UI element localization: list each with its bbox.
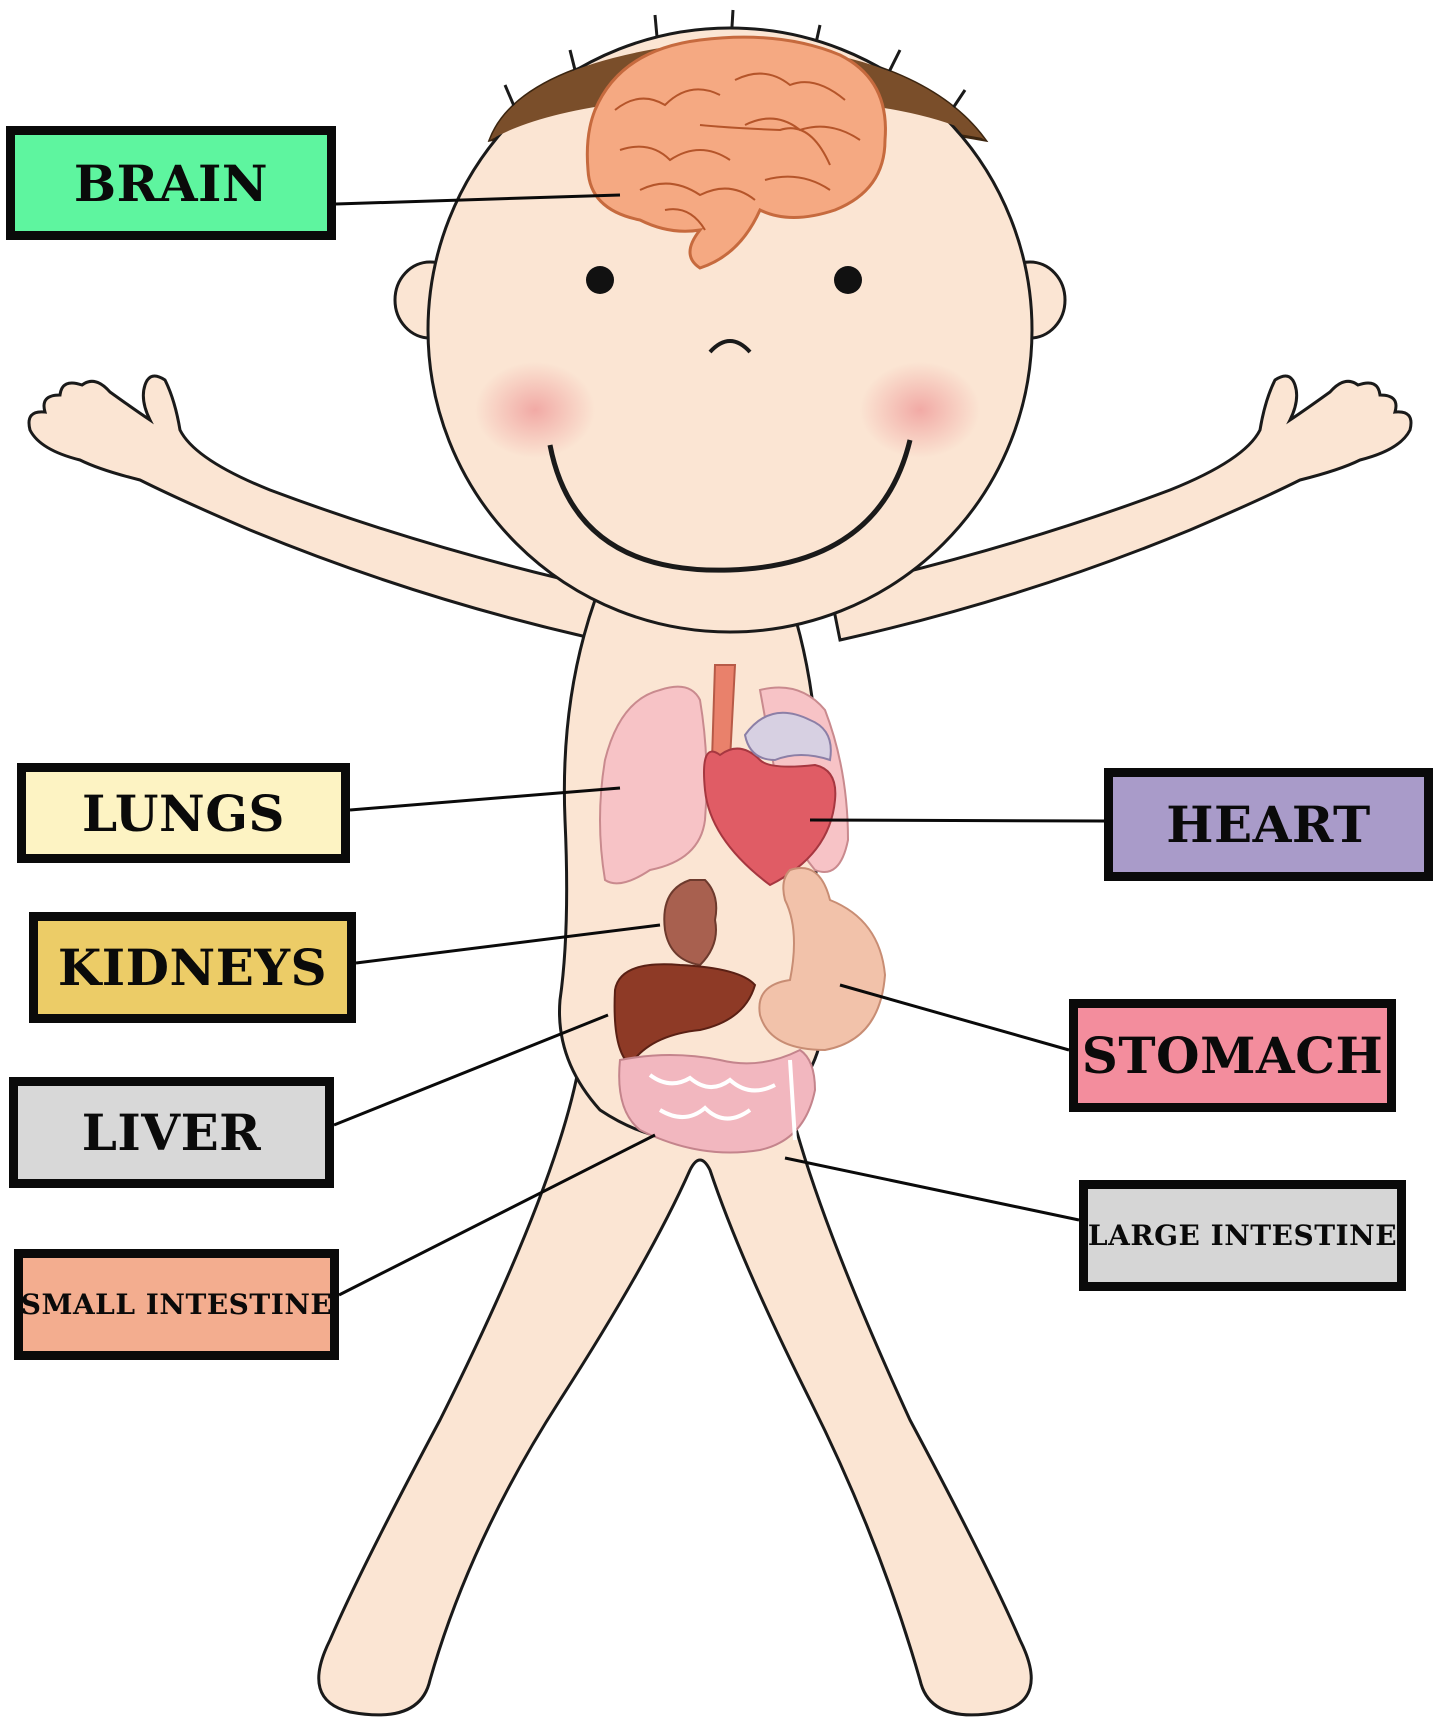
left-cheek [475, 362, 595, 458]
kidneys-label: KIDNEYS [29, 912, 356, 1023]
legs [319, 1060, 1032, 1715]
liver-label: LIVER [9, 1077, 334, 1188]
right-eye [834, 266, 862, 294]
brain-label: BRAIN [6, 126, 336, 240]
small-intestine-label: SMALL INTESTINE [14, 1249, 339, 1360]
large-intestine-leader [785, 1158, 1079, 1220]
lungs-label: LUNGS [17, 763, 350, 863]
liver-leader [334, 1015, 608, 1125]
left-eye [586, 266, 614, 294]
stomach-label: STOMACH [1069, 999, 1396, 1112]
large-intestine-label: LARGE INTESTINE [1079, 1180, 1406, 1291]
right-cheek [860, 362, 980, 458]
heart-leader [810, 820, 1104, 821]
heart-label: HEART [1104, 768, 1433, 881]
